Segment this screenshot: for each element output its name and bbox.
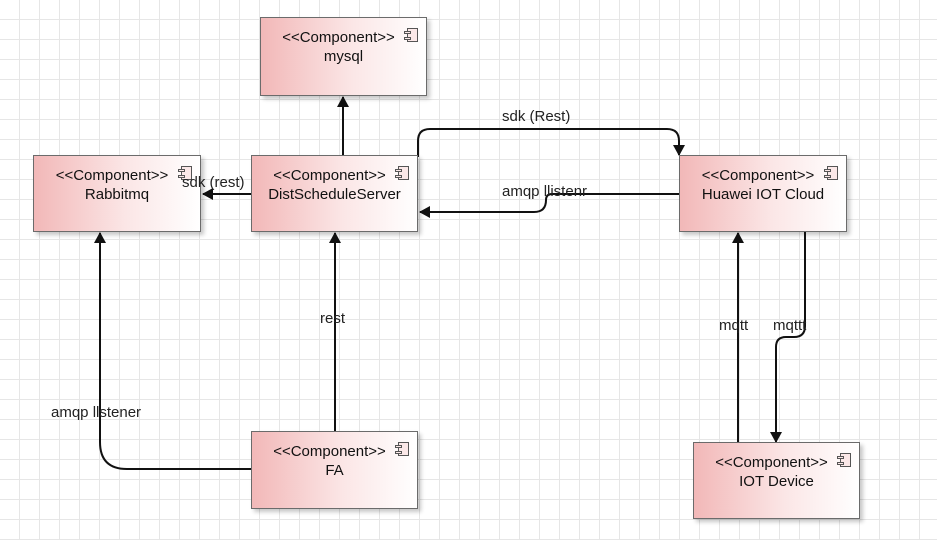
label-amqp-listener: amqp llstener [51,404,142,421]
connector-fa-to-rabbitmq[interactable] [94,232,251,470]
component-stereotype: <<Component>> [55,167,169,184]
connector-dist-to-huawei[interactable] [417,128,685,157]
component-stereotype: <<Component>> [273,443,386,460]
label-mqtt: mqtt [719,317,749,334]
component-name: DistScheduleServer [268,186,401,203]
component-rabbitmq[interactable]: <<Component>> Rabbitmq [33,155,201,232]
component-name: IOT Device [739,473,814,490]
component-icon [395,442,409,456]
component-icon [837,453,851,467]
component-icon [824,166,838,180]
label-amqp-listenr: amqp llistenr [502,183,588,200]
component-distscheduleserver[interactable]: <<Component>> DistScheduleServer [251,155,418,232]
connector-huawei-to-dist[interactable] [419,193,679,218]
component-iot-device[interactable]: <<Component>> IOT Device [693,442,860,519]
label-mqttt: mqttt [773,317,807,334]
component-icon [178,166,192,180]
component-stereotype: <<Component>> [715,454,828,471]
label-sdk-rest-lower: sdk (rest) [182,174,245,191]
label-sdk-rest: sdk (Rest) [502,108,571,125]
component-stereotype: <<Component>> [282,29,395,46]
component-fa[interactable]: <<Component>> FA [251,431,418,509]
component-mysql[interactable]: <<Component>> mysql [260,17,427,96]
component-stereotype: <<Component>> [701,167,815,184]
label-rest: rest [320,310,346,327]
component-icon [404,28,418,42]
component-name: Huawei IOT Cloud [701,186,825,203]
connector-huawei-to-iot[interactable] [770,232,806,443]
component-name: mysql [323,48,364,65]
component-name: FA [325,462,344,479]
component-stereotype: <<Component>> [273,167,386,184]
component-huawei-iot-cloud[interactable]: <<Component>> Huawei IOT Cloud [679,155,847,232]
component-icon [395,166,409,180]
component-name: Rabbitmq [84,186,150,203]
